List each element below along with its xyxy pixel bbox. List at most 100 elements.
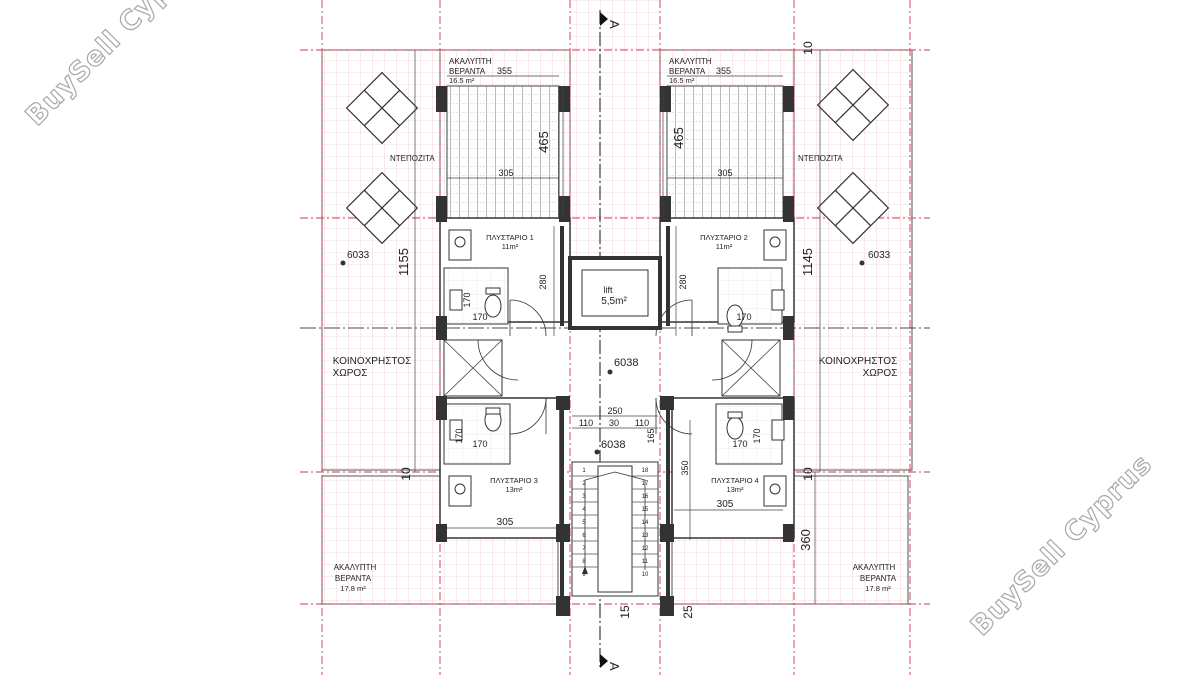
wc-dim-h: 170 bbox=[732, 439, 747, 449]
step-number: 12 bbox=[642, 546, 649, 552]
veranda-inner-dim: 305 bbox=[498, 168, 513, 178]
section-mark-top: A bbox=[607, 20, 622, 29]
step-number: 9 bbox=[582, 572, 586, 578]
room-depth-dim: 350 bbox=[680, 460, 690, 475]
total-dim-left: 1155 bbox=[396, 248, 411, 276]
gap-dim-left: 15 bbox=[618, 605, 632, 619]
stair-dims: 250 110 30 110 165 bbox=[579, 406, 656, 444]
room-dim: 305 bbox=[497, 517, 514, 528]
studio-name: ΠΛΥΣΤΑΡΙΟ 2 bbox=[700, 233, 748, 242]
pergola-label-right: ΝΤΕΠΟΖΙΤΑ bbox=[798, 154, 843, 163]
veranda-area: 16.5 m² bbox=[449, 76, 475, 85]
door-swings bbox=[477, 299, 753, 435]
step-number: 14 bbox=[642, 520, 649, 526]
common-area-line2: ΧΩΡΟΣ bbox=[863, 368, 898, 379]
veranda-bottom-left-labels: ΑΚΑΛΥΠΤΗ ΒΕΡΑΝΤΑ 17.8 m² bbox=[334, 563, 377, 593]
veranda-width-dim: 355 bbox=[497, 66, 512, 76]
room-dim: 305 bbox=[717, 499, 734, 510]
stair-part-2: 30 bbox=[609, 418, 619, 428]
studio-name: ΠΛΥΣΤΑΡΙΟ 1 bbox=[486, 233, 534, 242]
studio-1-labels: ΠΛΥΣΤΑΡΙΟ 1 11m² 280 170 170 bbox=[462, 233, 548, 322]
bottom-depth-dim: 360 bbox=[798, 529, 813, 551]
studio-area: 11m² bbox=[716, 242, 733, 251]
step-number: 18 bbox=[642, 468, 649, 474]
stair-part-1: 110 bbox=[579, 418, 593, 428]
studio-name: ΠΛΥΣΤΑΡΙΟ 4 bbox=[711, 476, 759, 485]
wc-dim-v: 170 bbox=[752, 428, 762, 443]
walls bbox=[436, 86, 794, 616]
step-number: 10 bbox=[642, 572, 649, 578]
pergola-right bbox=[816, 68, 890, 245]
veranda-bottom-right-labels: ΑΚΑΛΥΠΤΗ ΒΕΡΑΝΤΑ 17.8 m² bbox=[853, 563, 897, 593]
veranda-label-line1: ΑΚΑΛΥΠΤΗ bbox=[334, 563, 377, 572]
veranda-inner-dim: 305 bbox=[717, 168, 732, 178]
section-line bbox=[599, 10, 608, 668]
step-number: 13 bbox=[642, 533, 649, 539]
step-number: 8 bbox=[582, 559, 586, 565]
gap-dim-right: 25 bbox=[681, 605, 695, 619]
slat-roof-left bbox=[446, 85, 560, 219]
common-area-line1: ΚΟΙΝΟΧΡΗΣΤΟΣ bbox=[333, 356, 412, 367]
corridor-dim: 280 bbox=[678, 274, 688, 289]
step-number: 11 bbox=[642, 559, 649, 565]
slat-roof-right bbox=[666, 85, 784, 219]
fixtures bbox=[448, 229, 787, 507]
veranda-depth-dim: 465 bbox=[671, 127, 686, 149]
studio-area: 13m² bbox=[726, 485, 744, 494]
studio-4-labels: ΠΛΥΣΤΑΡΙΟ 4 13m² 170 170 350 305 bbox=[680, 428, 762, 510]
studio-2-labels: ΠΛΥΣΤΑΡΙΟ 2 11m² 280 170 bbox=[678, 233, 752, 322]
stair-width-dim: 250 bbox=[607, 406, 622, 416]
corridor-dim: 280 bbox=[538, 274, 548, 289]
dimension-lines bbox=[414, 50, 821, 604]
step-number: 5 bbox=[582, 520, 586, 526]
veranda-label-line2: ΒΕΡΑΝΤΑ bbox=[335, 574, 372, 583]
stair-part-3: 110 bbox=[635, 418, 649, 428]
step-number: 2 bbox=[582, 481, 586, 487]
wall-dim-top: 10 bbox=[801, 41, 815, 55]
wall-dim-left: 10 bbox=[399, 467, 413, 481]
step-number: 7 bbox=[582, 546, 586, 552]
common-area-right: ΚΟΙΝΟΧΡΗΣΤΟΣ ΧΩΡΟΣ bbox=[819, 356, 898, 379]
veranda-area: 16.5 m² bbox=[669, 76, 695, 85]
level-left: 6033 bbox=[347, 250, 370, 261]
step-number: 1 bbox=[582, 468, 586, 474]
studio-name: ΠΛΥΣΤΑΡΙΟ 3 bbox=[490, 476, 538, 485]
veranda-width-dim: 355 bbox=[716, 66, 731, 76]
studio-area: 13m² bbox=[505, 485, 523, 494]
pergola-label-left: ΝΤΕΠΟΖΙΤΑ bbox=[390, 154, 435, 163]
wall-dim-right: 10 bbox=[801, 467, 815, 481]
veranda-area: 17.8 m² bbox=[865, 584, 891, 593]
step-number: 17 bbox=[642, 481, 649, 487]
stair-steps-left: 1 2 3 4 5 6 7 8 9 bbox=[582, 468, 586, 578]
level-center: 6038 bbox=[614, 357, 638, 369]
step-number: 15 bbox=[642, 507, 649, 513]
section-mark-bottom: A bbox=[607, 662, 622, 671]
common-area-line1: ΚΟΙΝΟΧΡΗΣΤΟΣ bbox=[819, 356, 898, 367]
stair-steps-right: 18 17 16 15 14 13 12 11 10 bbox=[642, 468, 649, 578]
veranda-label-line1: ΑΚΑΛΥΠΤΗ bbox=[853, 563, 896, 572]
wc-dim-h: 170 bbox=[472, 312, 487, 322]
veranda-label-line1: ΑΚΑΛΥΠΤΗ bbox=[669, 57, 712, 66]
step-number: 6 bbox=[582, 533, 586, 539]
corridor-center bbox=[570, 0, 660, 256]
lift-labels: lift 5,5m² bbox=[601, 285, 627, 307]
wc-dim-h: 170 bbox=[736, 312, 751, 322]
veranda-top-right-labels: ΑΚΑΛΥΠΤΗ ΒΕΡΑΝΤΑ 16.5 m² 355 465 305 bbox=[669, 57, 733, 178]
wc-dim-h: 170 bbox=[472, 439, 487, 449]
wc-dim-v: 170 bbox=[454, 428, 464, 443]
stair-depth-dim: 165 bbox=[646, 428, 656, 443]
step-number: 4 bbox=[582, 507, 586, 513]
level-stair: 6038 bbox=[601, 439, 625, 451]
pergola-left bbox=[345, 71, 419, 245]
veranda-label-line2: ΒΕΡΑΝΤΑ bbox=[669, 67, 706, 76]
level-markers bbox=[340, 260, 865, 455]
stair bbox=[571, 461, 659, 597]
lift-label: lift bbox=[604, 285, 613, 295]
veranda-top-left-labels: ΑΚΑΛΥΠΤΗ ΒΕΡΑΝΤΑ 16.5 m² 355 465 305 bbox=[449, 57, 551, 178]
level-right: 6033 bbox=[868, 250, 891, 261]
lift-area: 5,5m² bbox=[601, 296, 627, 307]
veranda-area: 17.8 m² bbox=[340, 584, 366, 593]
total-dim-right: 1145 bbox=[800, 248, 815, 276]
veranda-label-line1: ΑΚΑΛΥΠΤΗ bbox=[449, 57, 492, 66]
